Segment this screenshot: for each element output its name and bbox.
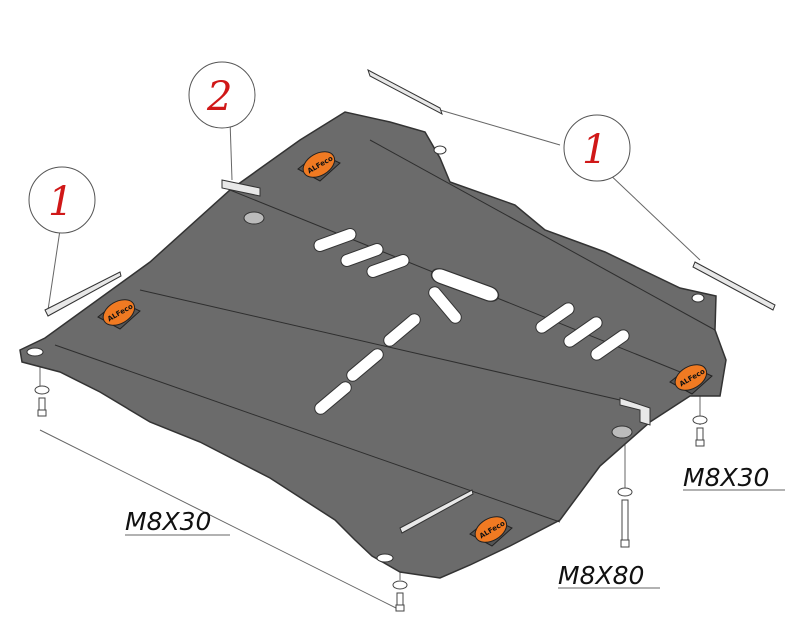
alfeco-logo-pad: ALFeco	[297, 145, 341, 184]
svg-text:2: 2	[206, 74, 232, 120]
bolt-label-left: M8X30	[125, 507, 211, 536]
bolt	[34, 385, 50, 417]
bolt	[392, 580, 408, 612]
svg-text:1: 1	[582, 127, 607, 173]
bolt-label-center: M8X80	[558, 561, 644, 590]
alfeco-logo-pad: ALFeco	[469, 510, 513, 549]
long-bolt	[617, 487, 633, 548]
callout-2: 2	[188, 61, 256, 129]
bolt-label-right: M8X30	[683, 463, 769, 492]
bolt	[692, 415, 708, 447]
callout-1-right: 1	[563, 114, 631, 182]
brackets	[44, 68, 776, 534]
alfeco-logo-pad: ALFeco	[97, 293, 141, 332]
alfeco-logo-pad: ALFeco	[669, 358, 713, 397]
callout-1-left: 1	[28, 166, 96, 234]
vent-slots	[26, 145, 705, 563]
skid-plate	[19, 111, 727, 579]
leader-lines	[39, 109, 785, 611]
svg-text:1: 1	[48, 179, 73, 225]
